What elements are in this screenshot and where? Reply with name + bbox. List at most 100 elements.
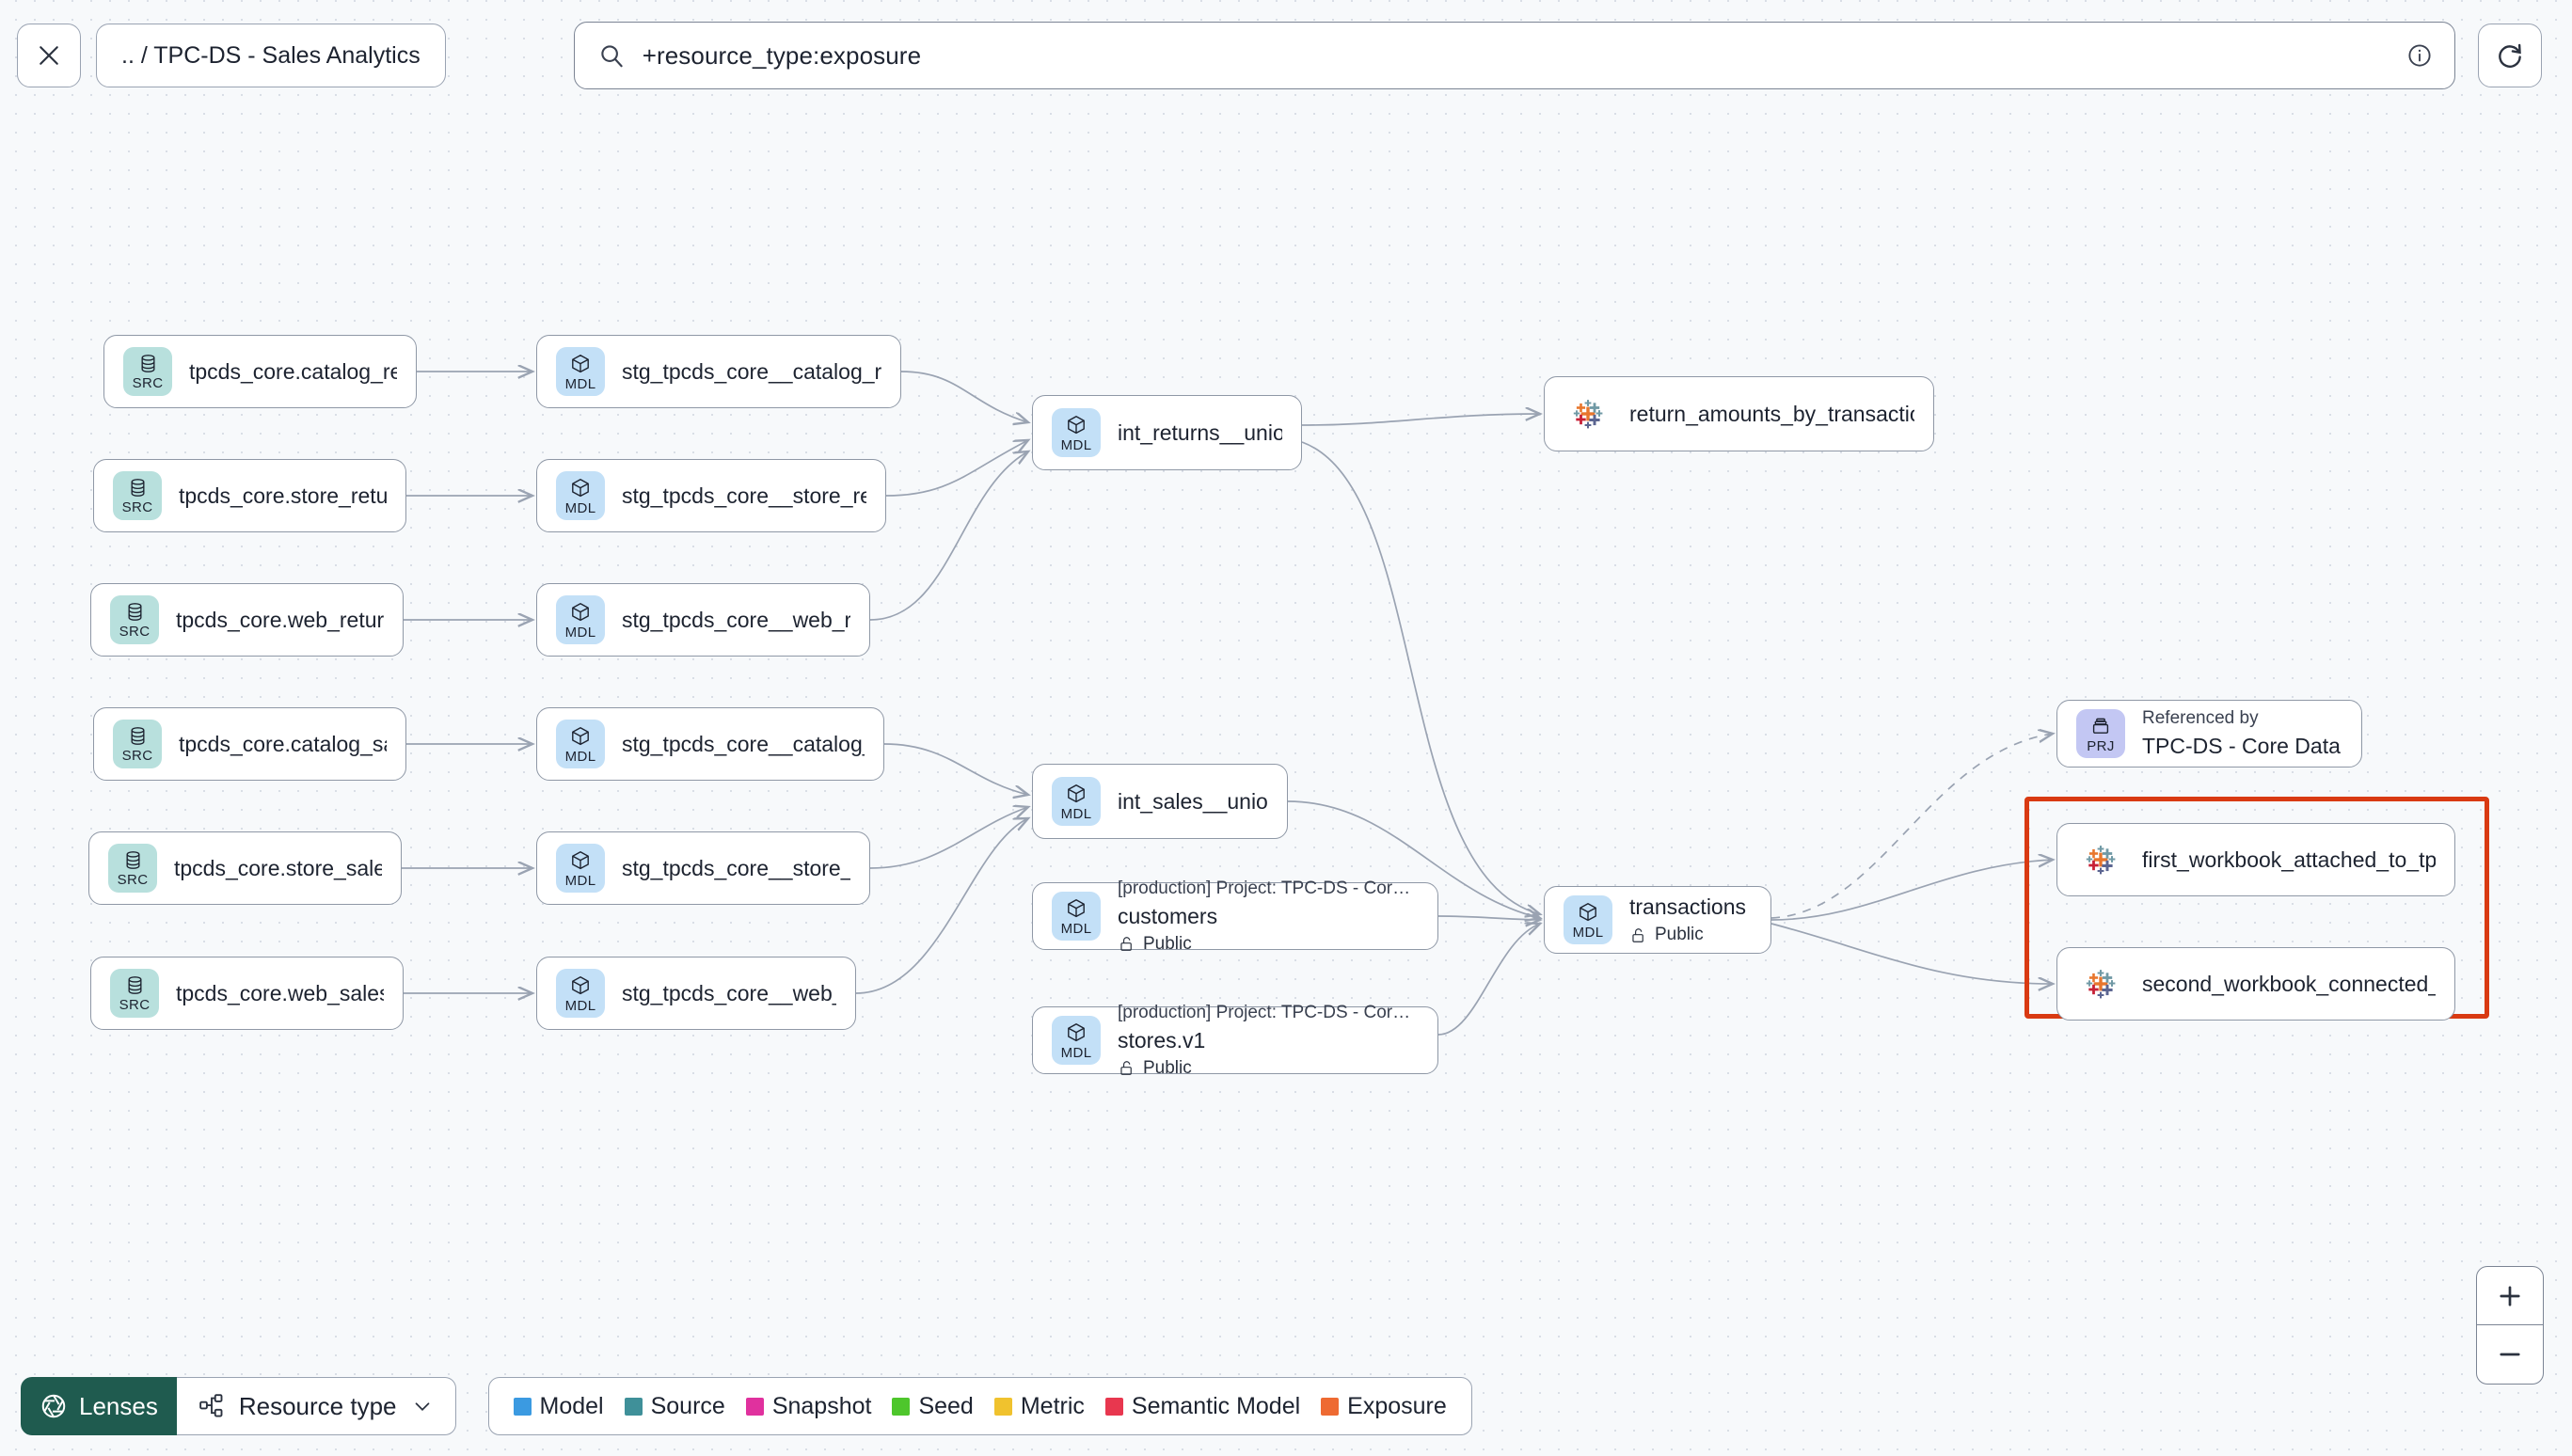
legend-item-metric[interactable]: Metric [993,1393,1085,1420]
graph-node-stores_v1[interactable]: MDL[production] Project: TPC-DS - Core D… [1032,1003,1438,1078]
graph-node-src_catalog_returns[interactable]: SRC tpcds_core.catalog_returns [103,335,417,408]
database-icon [126,851,139,869]
legend-item-seed[interactable]: Seed [892,1393,974,1420]
badge-mdl: MDL [1052,408,1101,457]
node-label: int_returns__unioned [1118,419,1282,445]
lenses-button[interactable]: Lenses [21,1377,177,1435]
info-icon[interactable] [2405,41,2434,70]
badge-exposure [2076,959,2125,1008]
refresh-icon [2498,43,2521,68]
cube-icon [572,478,589,497]
badge-src: SRC [110,969,159,1018]
tableau-exposure-icon [1573,400,1603,429]
badge-mdl: MDL [556,471,605,520]
node-label: tpcds_core.catalog_returns [189,358,397,384]
resource-type-label: Resource type [238,1391,397,1420]
refresh-button[interactable] [2477,24,2542,87]
database-icon [131,727,144,745]
top-toolbar: .. / TPC-DS - Sales Analytics +resource_… [0,0,2572,111]
lenses-label: Lenses [79,1391,158,1420]
badge-mdl: MDL [1052,777,1101,826]
badge-mdl: MDL [1052,1016,1101,1065]
legend-item-model[interactable]: Model [513,1393,604,1420]
node-label: tpcds_core.store_returns [179,483,387,508]
node-label: TPC-DS - Core Data Models [2142,734,2342,758]
database-icon [131,479,144,497]
breadcrumb-label: .. / TPC-DS - Sales Analytics [121,41,421,69]
graph-node-exp_second_workbook[interactable]: second_workbook_connected_to_live… [2056,947,2455,1021]
badge-src: SRC [123,347,172,396]
badge-src: SRC [110,595,159,644]
node-label: return_amounts_by_transaction_type [1629,401,1914,426]
unlock-icon [1632,927,1643,942]
legend-label: Snapshot [771,1392,872,1419]
resource-type-legend: Model Source Snapshot Seed Metric Semantic Mo… [487,1377,1472,1435]
node-label: stg_tpcds_core__web_returns [622,607,850,632]
graph-node-exp_first_workbook[interactable]: first_workbook_attached_to_tpc-ds_-_… [2056,823,2455,896]
legend-swatch [745,1397,764,1416]
graph-node-int_sales_unioned[interactable]: MDL int_sales__unioned [1032,764,1288,839]
close-button[interactable] [17,24,81,87]
tableau-exposure-icon [2086,846,2116,875]
unlock-icon [1120,937,1132,951]
node-subtitle: Referenced by [2142,708,2259,728]
database-icon [128,603,141,621]
node-visibility: Public [1118,934,1419,955]
node-label: second_workbook_connected_to_live… [2142,971,2436,996]
legend-label: Semantic Model [1131,1392,1301,1419]
legend-swatch [624,1397,643,1416]
graph-node-return_amounts[interactable]: return_amounts_by_transaction_type [1544,376,1934,451]
legend-label: Source [650,1392,725,1419]
legend-swatch [1321,1397,1340,1416]
graph-node-stg_store_returns[interactable]: MDL stg_tpcds_core__store_returns [536,459,886,532]
project-box-icon [2092,718,2109,734]
cube-icon [1068,1022,1085,1041]
node-visibility: Public [1118,1058,1419,1079]
badge-mdl: MDL [556,720,605,768]
search-input[interactable]: +resource_type:exposure [642,40,922,70]
graph-node-src_store_returns[interactable]: SRC tpcds_core.store_returns [93,459,406,532]
resource-type-dropdown[interactable]: Resource type [176,1377,456,1435]
zoom-out-button[interactable] [2477,1325,2543,1384]
cube-icon [572,354,589,372]
legend-label: Exposure [1347,1392,1447,1419]
zoom-in-button[interactable] [2477,1267,2543,1325]
node-label: customers [1118,903,1218,928]
legend-swatch [1104,1397,1123,1416]
tableau-exposure-icon [2086,970,2116,999]
badge-exposure [2076,835,2125,884]
badge-exposure [1564,389,1612,438]
graph-node-customers[interactable]: MDL[production] Project: TPC-DS - Core D… [1032,878,1438,954]
node-label: int_sales__unioned [1118,788,1268,814]
badge-src: SRC [113,720,162,768]
legend-item-exposure[interactable]: Exposure [1321,1393,1447,1420]
database-icon [141,355,154,372]
graph-node-int_returns_unioned[interactable]: MDL int_returns__unioned [1032,395,1302,470]
cube-icon [572,975,589,994]
legend-item-semantic-model[interactable]: Semantic Model [1104,1392,1301,1420]
badge-src: SRC [113,471,162,520]
node-label: stores.v1 [1118,1027,1206,1052]
cube-icon [572,850,589,869]
minus-icon [2500,1353,2520,1356]
legend-item-snapshot[interactable]: Snapshot [745,1392,872,1420]
node-label: stg_tpcds_core__store_returns [622,483,866,508]
search-bar[interactable]: +resource_type:exposure [573,22,2455,89]
zoom-controls[interactable] [2476,1266,2544,1385]
badge-mdl: MDL [1564,895,1612,944]
breadcrumb[interactable]: .. / TPC-DS - Sales Analytics [96,24,446,87]
legend-item-source[interactable]: Source [624,1392,725,1420]
